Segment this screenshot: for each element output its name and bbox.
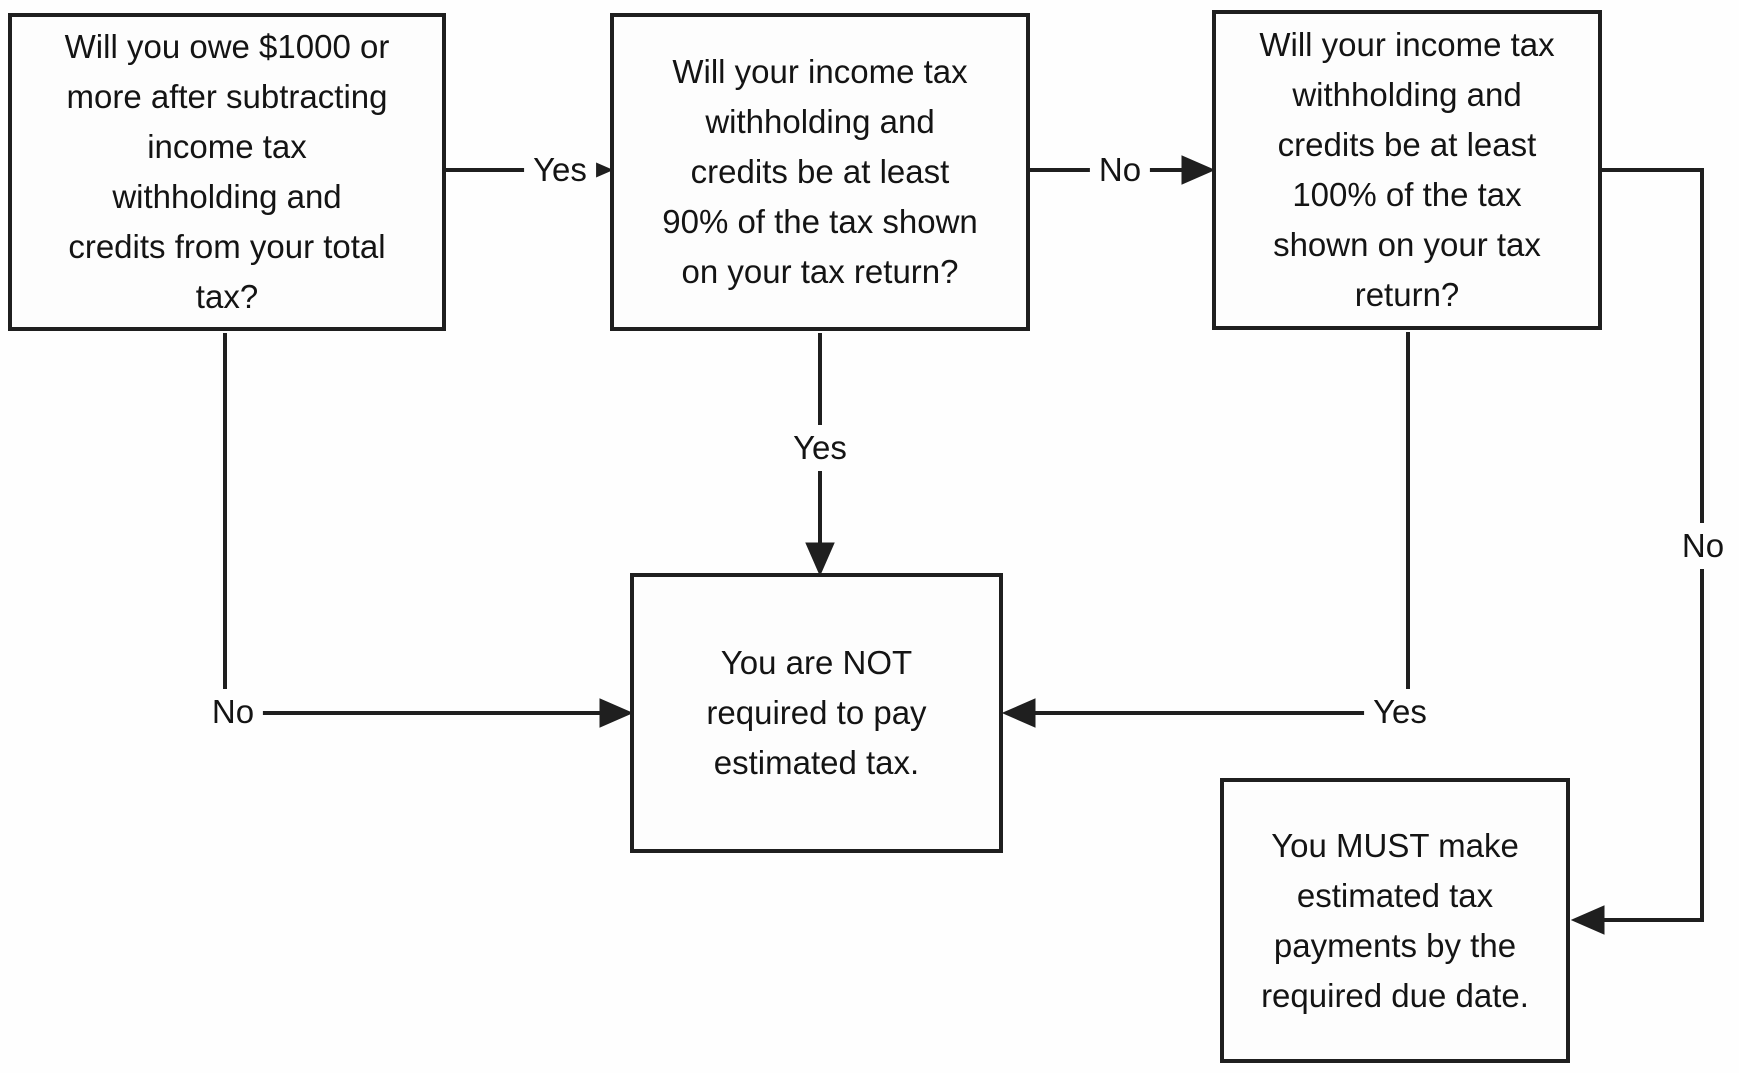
- node-not-required-result: You are NOT required to pay estimated ta…: [630, 573, 1003, 853]
- edge-q2-notrequired-arrowhead-icon: [805, 542, 835, 577]
- edge-label-q3-notrequired-yes: Yes: [1364, 689, 1436, 735]
- edge-label-q3-mustpay-no: No: [1672, 523, 1734, 569]
- node-100-percent-question: Will your income tax withholding and cre…: [1212, 10, 1602, 330]
- edge-label-q2-q3-no: No: [1089, 147, 1151, 193]
- edge-q3-notrequired-arrowhead-icon: [1001, 698, 1036, 728]
- edge-label-q1-q2-yes: Yes: [524, 147, 596, 193]
- edge-label-q1-notrequired-no: No: [202, 689, 264, 735]
- edge-q3-notrequired-line: [1032, 332, 1410, 715]
- edge-q3-mustpay-arrowhead-icon: [1570, 905, 1605, 935]
- node-90-percent-question: Will your income tax withholding and cre…: [610, 13, 1030, 331]
- edge-q2-q3-arrowhead-icon: [1181, 155, 1216, 185]
- edge-label-q2-notrequired-yes: Yes: [784, 425, 856, 471]
- edge-q1-notrequired-arrowhead-icon: [599, 698, 634, 728]
- node-owe-1000-question: Will you owe $1000 or more after subtrac…: [8, 13, 446, 331]
- edge-q1-notrequired-line: [223, 333, 603, 715]
- node-must-pay-result: You MUST make estimated tax payments by …: [1220, 778, 1570, 1063]
